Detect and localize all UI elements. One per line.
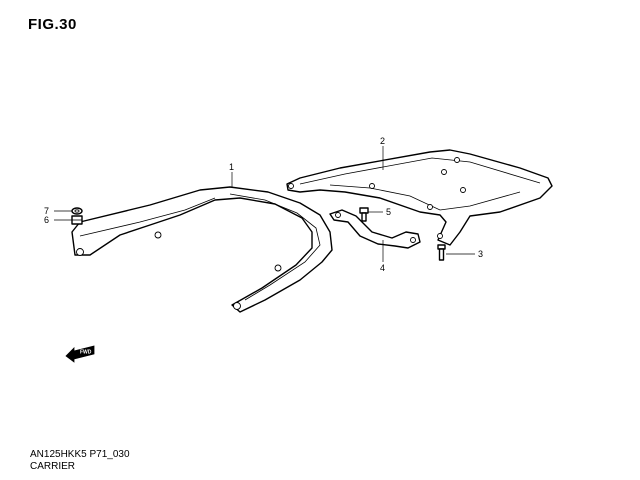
callout-2: 2 bbox=[380, 136, 385, 146]
figure-title: FIG.30 bbox=[28, 16, 77, 33]
footer-diagram-name: CARRIER bbox=[30, 461, 76, 472]
callout-3: 3 bbox=[478, 249, 483, 259]
leader-lines bbox=[54, 146, 475, 262]
part-3-bolt[interactable] bbox=[437, 244, 446, 261]
part-7-washer[interactable] bbox=[71, 207, 83, 215]
callout-5: 5 bbox=[386, 207, 391, 217]
part-2-carrier-rack[interactable] bbox=[286, 149, 553, 246]
fwd-arrow-icon: FWD bbox=[65, 345, 95, 363]
part-5-bolt[interactable] bbox=[359, 207, 369, 222]
footer-diagram-code: AN125HKK5 P71_030 bbox=[30, 449, 130, 460]
callout-6: 6 bbox=[44, 215, 49, 225]
callout-1: 1 bbox=[229, 162, 234, 172]
fwd-arrow-label: FWD bbox=[80, 350, 92, 356]
part-1-grip-handle[interactable] bbox=[71, 186, 333, 313]
callout-7: 7 bbox=[44, 206, 49, 216]
part-6-collar[interactable] bbox=[71, 215, 83, 225]
part-4-bracket[interactable] bbox=[329, 209, 421, 249]
callout-4: 4 bbox=[380, 263, 385, 273]
